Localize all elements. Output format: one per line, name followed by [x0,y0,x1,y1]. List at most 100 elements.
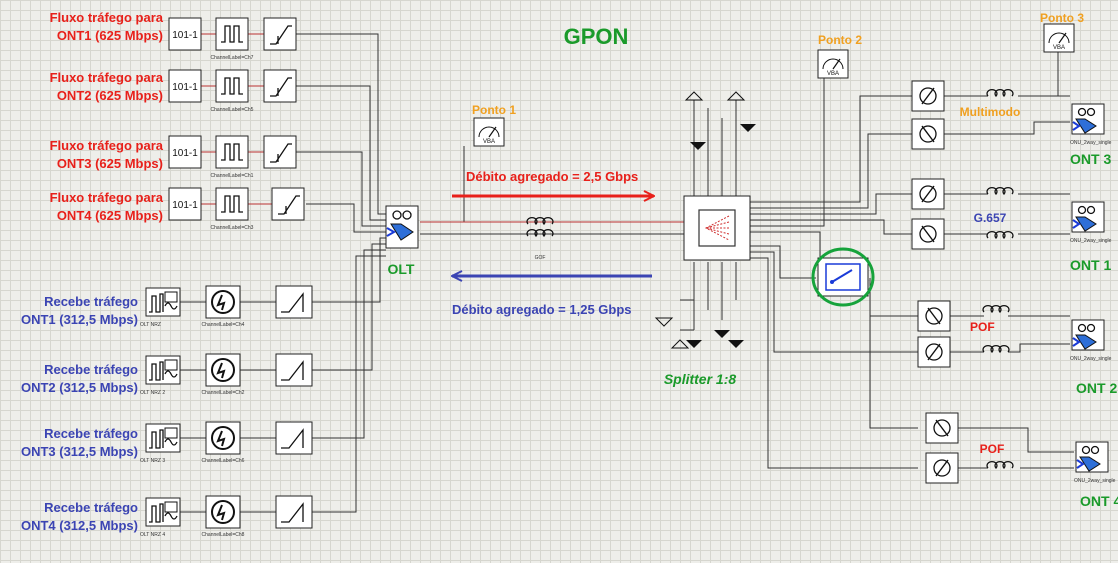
low-pass-filter[interactable] [275,285,313,319]
generator-text: 101-1 [172,200,198,211]
attenuator[interactable] [911,118,945,150]
tx-label-line: ONT2 (625 Mbps) [57,88,163,103]
tx-label-line: Fluxo tráfego para [50,190,164,205]
attenuator[interactable] [917,300,951,332]
generator-text: 101-1 [172,82,198,93]
rx-chain: OLT NRZ 2 ChannelLabel=Ch2 [140,353,313,396]
power-meter[interactable]: VBA [817,49,849,79]
fiber-spool-small[interactable] [986,186,1014,195]
generator-text: 101-1 [172,30,198,41]
photodetector[interactable] [205,285,241,319]
meter-text: VBA [1053,45,1065,51]
onu-tiny-label: ONU_2way_single [1074,478,1116,484]
splitter-label: Splitter 1:8 [664,371,737,387]
fiber-spool-small[interactable] [986,230,1014,239]
pulse-generator[interactable] [215,69,249,103]
rx-channel-label: ChannelLabel=Ch4 [202,322,245,328]
upstream-label: Débito agregado = 1,25 Gbps [452,302,632,317]
onu-block[interactable]: ONU_2way_single [1070,201,1112,244]
onu-tiny-label: ONU_2way_single [1070,238,1112,244]
photodetector[interactable] [205,495,241,529]
attenuator[interactable] [911,80,945,112]
tx-label-line: Fluxo tráfego para [50,138,164,153]
rx-nrz-label: OLT NRZ 4 [140,532,165,538]
highlight-circle [811,247,875,307]
generator-text: 101-1 [172,148,198,159]
attenuator[interactable] [925,412,959,444]
onu-block[interactable]: ONU_2way_single [1074,441,1116,484]
tx-channel-label: ChannelLabel=Ch5 [211,107,254,113]
diagram-title: GPON [564,24,629,49]
tx-channel-label: ChannelLabel=Ch7 [211,55,254,61]
point-label: Ponto 1 [472,103,516,117]
attenuator[interactable] [917,336,951,368]
power-meter[interactable]: VBA [1043,23,1075,53]
tx-label-line: ONT4 (625 Mbps) [57,208,163,223]
fiber-spool-small[interactable] [986,88,1014,97]
rx-label-line: Recebe tráfego [44,294,138,309]
photodetector[interactable] [205,421,241,455]
ber-analyzer[interactable] [145,423,181,453]
ber-analyzer[interactable] [145,355,181,385]
pulse-generator[interactable] [215,17,249,51]
rx-label-line: Recebe tráfego [44,500,138,515]
tx-channel-label: ChannelLabel=Ch3 [211,225,254,231]
olt-block[interactable] [385,205,419,249]
rx-label-line: Recebe tráfego [44,362,138,377]
tx-channel-label: ChannelLabel=Ch1 [211,173,254,179]
low-pass-filter[interactable] [275,495,313,529]
onu-block[interactable]: ONU_2way_single [1070,103,1112,146]
pulse-generator[interactable] [215,187,249,221]
tx-label-line: Fluxo tráfego para [50,10,164,25]
fiber-spool[interactable] [526,216,554,237]
rx-channel-label: ChannelLabel=Ch6 [202,458,245,464]
onu-block[interactable]: ONU_2way_single [1070,319,1112,362]
rx-channel-label: ChannelLabel=Ch2 [202,390,245,396]
modulator[interactable] [271,187,305,221]
rx-label-line: ONT1 (312,5 Mbps) [21,312,138,327]
bit-sequence-generator[interactable]: 101-1 [168,187,202,221]
low-pass-filter[interactable] [275,353,313,387]
meter-text: VBA [483,139,495,145]
fiber-type-label: POF [970,320,995,334]
rx-label-line: Recebe tráfego [44,426,138,441]
tx-label-line: Fluxo tráfego para [50,70,164,85]
attenuator[interactable] [911,218,945,250]
ont-label: ONT 1 [1070,257,1111,273]
onu-tiny-label: ONU_2way_single [1070,356,1112,362]
power-meter[interactable]: VBA [473,117,505,147]
modulator[interactable] [263,135,297,169]
modulator[interactable] [263,69,297,103]
downstream-label: Débito agregado = 2,5 Gbps [466,169,638,184]
ber-analyzer[interactable] [145,287,181,317]
fiber-spool-small[interactable] [982,304,1010,313]
fiber-spool-small[interactable] [986,460,1014,469]
fiber-type-label: G.657 [974,211,1007,225]
photodetector[interactable] [205,353,241,387]
low-pass-filter[interactable] [275,421,313,455]
bit-sequence-generator[interactable]: 101-1 [168,17,202,51]
bit-sequence-generator[interactable]: 101-1 [168,69,202,103]
meter-text: VBA [827,71,839,77]
ont-label: ONT 3 [1070,151,1111,167]
fiber-type-label: Multimodo [960,105,1021,119]
optical-switch[interactable] [817,257,869,297]
tx-label-line: ONT1 (625 Mbps) [57,28,163,43]
pulse-generator[interactable] [215,135,249,169]
attenuator[interactable] [925,452,959,484]
rx-label-line: ONT2 (312,5 Mbps) [21,380,138,395]
ber-analyzer[interactable] [145,497,181,527]
point-label: Ponto 3 [1040,11,1084,25]
attenuator[interactable] [911,178,945,210]
fiber-spool-small[interactable] [982,344,1010,353]
modulator[interactable] [263,17,297,51]
bit-sequence-generator[interactable]: 101-1 [168,135,202,169]
rx-nrz-label: OLT NRZ 2 [140,390,165,396]
splitter-block[interactable] [683,195,751,261]
